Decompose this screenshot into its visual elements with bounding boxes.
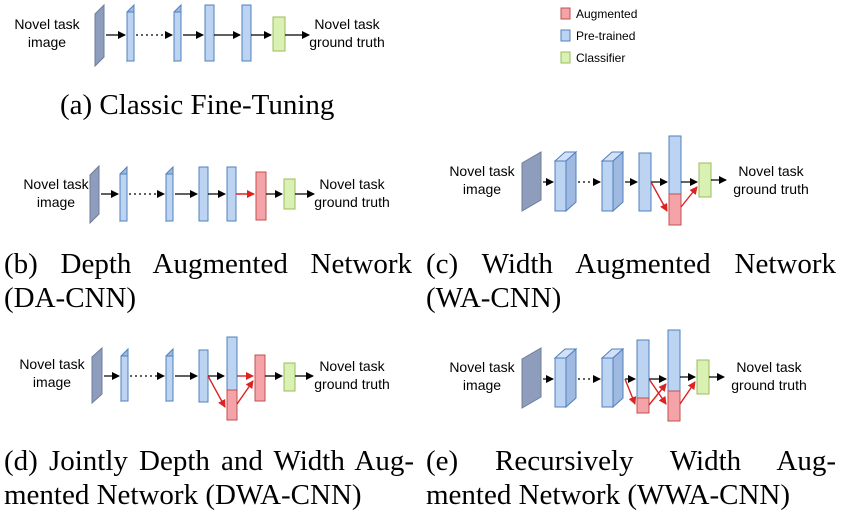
pretrained-layer: [638, 152, 652, 212]
output-label: Novel task: [319, 358, 385, 374]
pretrained-layer: [667, 329, 681, 392]
input-image-block: [89, 164, 100, 225]
input-label: Novel task: [449, 163, 515, 179]
augmented-layer: [667, 390, 681, 422]
pretrained-layer: [173, 3, 182, 63]
input-label: image: [463, 377, 501, 393]
input-image-block: [521, 347, 542, 409]
classifier-layer: [698, 162, 712, 198]
diagram-a-classic-fine-tuning: Novel task image Novel task ground truth: [14, 3, 385, 68]
pretrained-layer: [126, 3, 135, 63]
output-label: ground truth: [731, 377, 807, 393]
input-image-block: [94, 3, 105, 68]
pretrained-layer: [119, 165, 128, 223]
classifier-layer: [272, 16, 286, 52]
legend-swatch-pretrained: [560, 29, 571, 42]
input-label: Novel task: [14, 16, 80, 32]
output-label: ground truth: [733, 181, 809, 197]
augmented-layer: [636, 397, 650, 414]
input-image-block: [91, 346, 103, 405]
input-label: Novel task: [449, 359, 515, 375]
input-label: Novel task: [19, 356, 85, 372]
diagram-b-depth-augmented: Novel task image Novel task ground truth: [23, 164, 390, 225]
diagram-e-recursively-width-augmented: Novel task image Novel task ground truth: [449, 329, 807, 422]
output-label: ground truth: [314, 376, 390, 392]
pretrained-layer: [226, 166, 237, 222]
classifier-layer: [696, 359, 710, 395]
augmented-layer: [668, 193, 682, 226]
augmented-layer: [226, 389, 238, 421]
classifier-layer: [283, 362, 296, 392]
pretrained-layer: [165, 165, 174, 223]
classifier-layer: [283, 178, 296, 210]
pretrained-layer: [165, 347, 174, 403]
pretrained-layer: [636, 339, 650, 399]
input-label: image: [28, 34, 66, 50]
input-label: image: [37, 194, 75, 210]
legend-swatch-augmented: [560, 7, 571, 20]
pretrained-layer: [600, 150, 625, 213]
legend-label-pretrained: Pre-trained: [576, 29, 635, 43]
diagram-d-jointly-depth-width-augmented: Novel task image Novel task ground truth: [19, 336, 390, 421]
output-label: Novel task: [319, 176, 385, 192]
augmented-layer: [254, 354, 266, 402]
legend: Augmented Pre-trained Classifier: [560, 7, 637, 65]
caption-a: (a) Classic Fine-Tuning: [60, 89, 335, 121]
output-label: ground truth: [309, 34, 385, 50]
output-label: ground truth: [314, 194, 390, 210]
input-image-block: [521, 151, 542, 212]
output-label: Novel task: [736, 359, 802, 375]
pretrained-layer: [226, 336, 238, 391]
legend-label-augmented: Augmented: [576, 7, 637, 21]
pretrained-layer: [553, 150, 578, 213]
output-label: Novel task: [314, 16, 380, 32]
caption-d: (d) Jointly Depth and Width Aug- mented …: [4, 445, 414, 511]
caption-b: (b) Depth Augmented Network (DA-CNN): [4, 248, 412, 314]
legend-swatch-classifier: [560, 51, 571, 64]
caption-e: (e) Recursively Width Aug- mented Networ…: [426, 445, 836, 511]
diagram-c-width-augmented: Novel task image Novel task ground truth: [449, 135, 809, 226]
pretrained-layer: [198, 166, 209, 222]
augmented-layer: [255, 171, 267, 221]
pretrained-layer: [204, 4, 215, 62]
pretrained-layer: [120, 347, 129, 403]
input-label: image: [463, 181, 501, 197]
pretrained-layer: [668, 135, 682, 195]
input-label: image: [33, 374, 71, 390]
pretrained-layer: [553, 347, 578, 409]
output-label: Novel task: [738, 163, 804, 179]
pretrained-layer: [198, 349, 209, 403]
caption-c: (c) Width Augmented Network (WA-CNN): [426, 248, 836, 314]
input-label: Novel task: [23, 176, 89, 192]
pretrained-layer: [241, 4, 252, 62]
pretrained-layer: [600, 347, 625, 409]
legend-label-classifier: Classifier: [576, 51, 625, 65]
